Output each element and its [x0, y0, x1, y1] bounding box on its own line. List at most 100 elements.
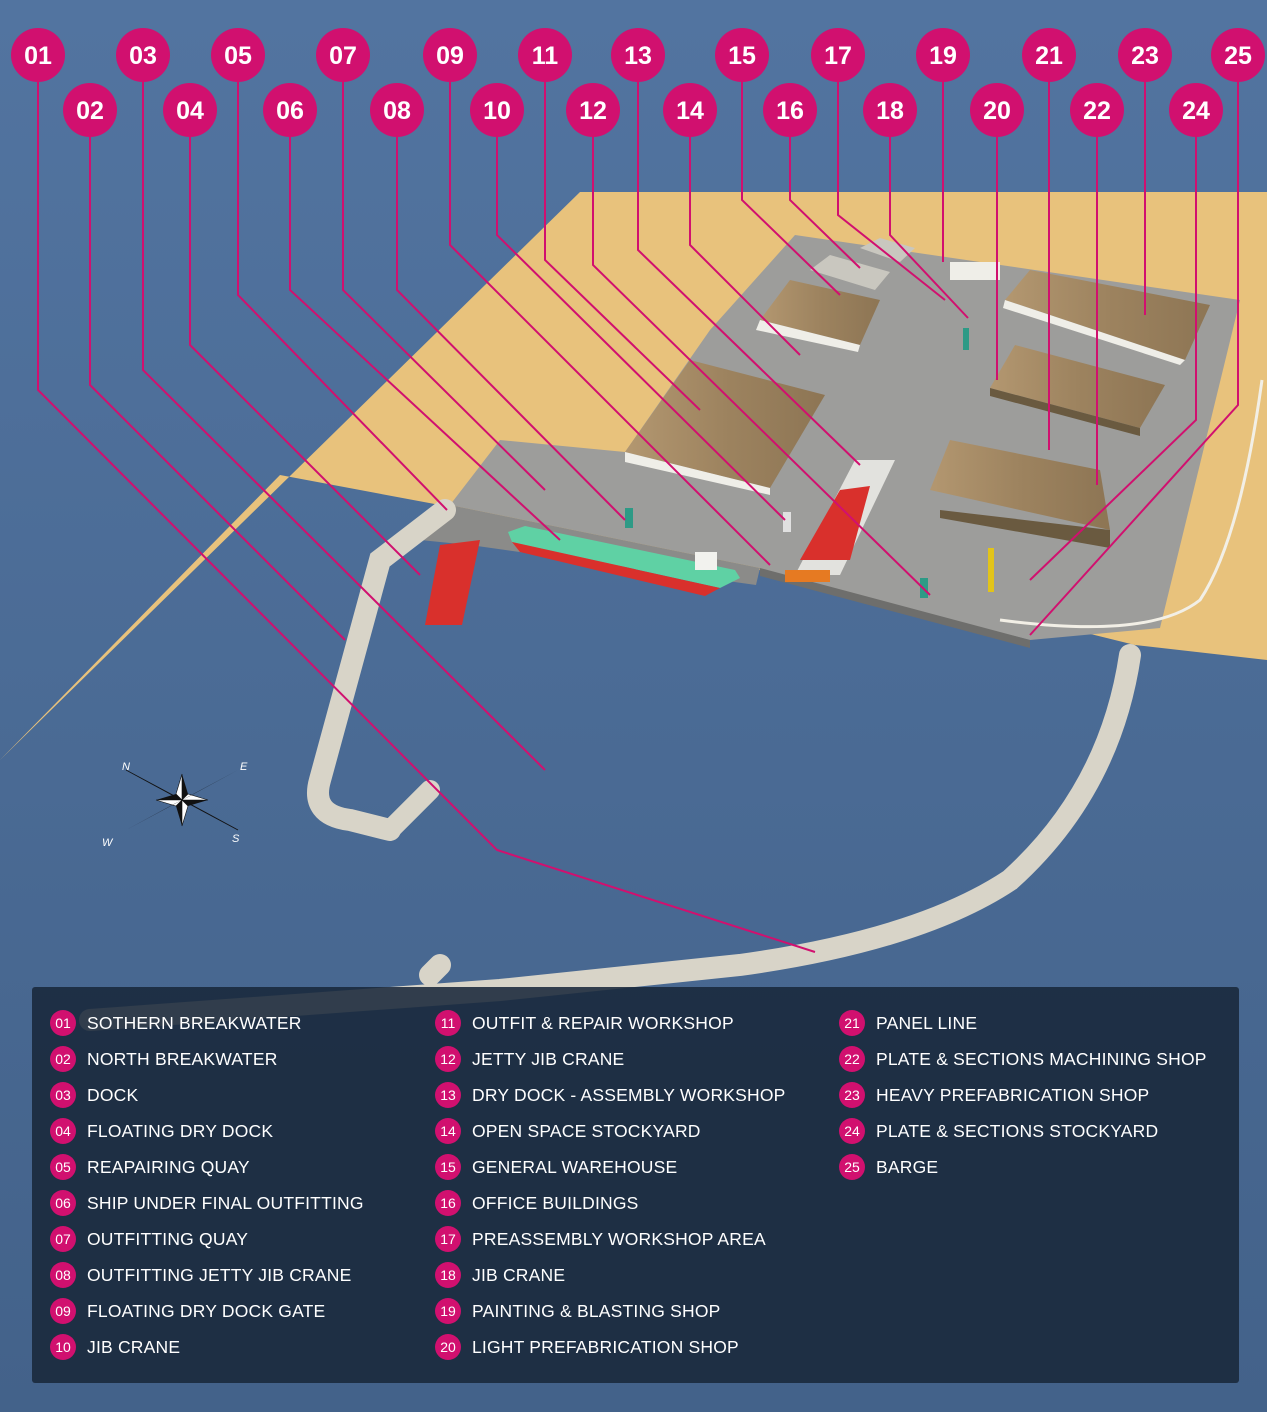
- compass-w: W: [102, 837, 114, 849]
- callout-25: 25: [1211, 28, 1265, 82]
- legend-label: LIGHT PREFABRICATION SHOP: [472, 1336, 739, 1357]
- legend-number: 19: [435, 1298, 461, 1324]
- legend-item: 17 PREASSEMBLY WORKSHOP AREA: [435, 1221, 786, 1257]
- svg-text:06: 06: [276, 97, 304, 125]
- svg-text:03: 03: [129, 42, 157, 70]
- legend-label: NORTH BREAKWATER: [87, 1048, 278, 1069]
- svg-text:09: 09: [436, 42, 464, 70]
- legend-label: PLATE & SECTIONS STOCKYARD: [876, 1120, 1159, 1141]
- callout-24: 24: [1169, 83, 1223, 137]
- callout-08: 08: [370, 83, 424, 137]
- ship-under-final-outfitting: [508, 526, 740, 596]
- svg-text:20: 20: [983, 97, 1011, 125]
- legend-number: 02: [50, 1046, 76, 1072]
- callout-12: 12: [566, 83, 620, 137]
- legend-number: 24: [839, 1118, 865, 1144]
- svg-text:12: 12: [579, 97, 607, 125]
- legend-label: SHIP UNDER FINAL OUTFITTING: [87, 1192, 364, 1213]
- callout-05: 05: [211, 28, 265, 82]
- legend-number: 13: [435, 1082, 461, 1108]
- svg-text:21: 21: [1035, 42, 1063, 70]
- callout-19: 19: [916, 28, 970, 82]
- southern-breakwater: [79, 644, 1141, 1031]
- legend-number: 10: [50, 1334, 76, 1360]
- legend-label: SOTHERN BREAKWATER: [87, 1012, 302, 1033]
- legend-label: PREASSEMBLY WORKSHOP AREA: [472, 1228, 766, 1249]
- panel-line: [930, 440, 1110, 530]
- legend-label: JETTY JIB CRANE: [472, 1048, 625, 1069]
- legend-label: JIB CRANE: [87, 1336, 181, 1357]
- ship-in-dry-dock: [785, 486, 870, 582]
- callout-23: 23: [1118, 28, 1172, 82]
- legend-number: 18: [435, 1262, 461, 1288]
- callout-04: 04: [163, 83, 217, 137]
- legend-label: DRY DOCK - ASSEMBLY WORKSHOP: [472, 1084, 786, 1105]
- compass-rose: N E S W: [102, 761, 248, 849]
- callout-06: 06: [263, 83, 317, 137]
- callout-02: 02: [63, 83, 117, 137]
- svg-text:01: 01: [24, 42, 52, 70]
- legend-label: BARGE: [876, 1156, 939, 1177]
- outfit-repair-workshop: [625, 360, 825, 495]
- svg-text:19: 19: [929, 42, 957, 70]
- compass-s: S: [232, 833, 240, 845]
- legend-number: 09: [50, 1298, 76, 1324]
- leader-lines: [37, 55, 1239, 953]
- callout-09: 09: [423, 28, 477, 82]
- legend-number: 05: [50, 1154, 76, 1180]
- svg-text:24: 24: [1182, 97, 1210, 125]
- callout-20: 20: [970, 83, 1024, 137]
- svg-text:17: 17: [824, 42, 852, 70]
- legend-number: 04: [50, 1118, 76, 1144]
- compass-n: N: [122, 761, 130, 773]
- callout-13: 13: [611, 28, 665, 82]
- yard-edge: [760, 568, 1030, 648]
- north-breakwater-head: [380, 780, 440, 840]
- svg-text:23: 23: [1131, 42, 1159, 70]
- callout-14: 14: [663, 83, 717, 137]
- legend-number: 17: [435, 1226, 461, 1252]
- legend-label: DOCK: [87, 1084, 139, 1105]
- svg-text:07: 07: [329, 42, 357, 70]
- painting-blasting-shop: [950, 262, 1000, 280]
- legend-label: OUTFITTING JETTY JIB CRANE: [87, 1264, 352, 1285]
- legend-label: PLATE & SECTIONS MACHINING SHOP: [876, 1048, 1207, 1069]
- svg-text:08: 08: [383, 97, 411, 125]
- svg-text:25: 25: [1224, 42, 1252, 70]
- callout-03: 03: [116, 28, 170, 82]
- legend-number: 21: [839, 1010, 865, 1036]
- legend-number: 11: [435, 1010, 461, 1036]
- plate-machining-shop: [940, 510, 1110, 548]
- light-prefabrication-shop: [990, 345, 1165, 436]
- callout-22: 22: [1070, 83, 1124, 137]
- svg-text:18: 18: [876, 97, 904, 125]
- callout-21: 21: [1022, 28, 1076, 82]
- legend-label: OPEN SPACE STOCKYARD: [472, 1120, 701, 1141]
- svg-text:22: 22: [1083, 97, 1111, 125]
- callout-16: 16: [763, 83, 817, 137]
- svg-text:02: 02: [76, 97, 104, 125]
- compass-e: E: [240, 761, 248, 773]
- callout-17: 17: [811, 28, 865, 82]
